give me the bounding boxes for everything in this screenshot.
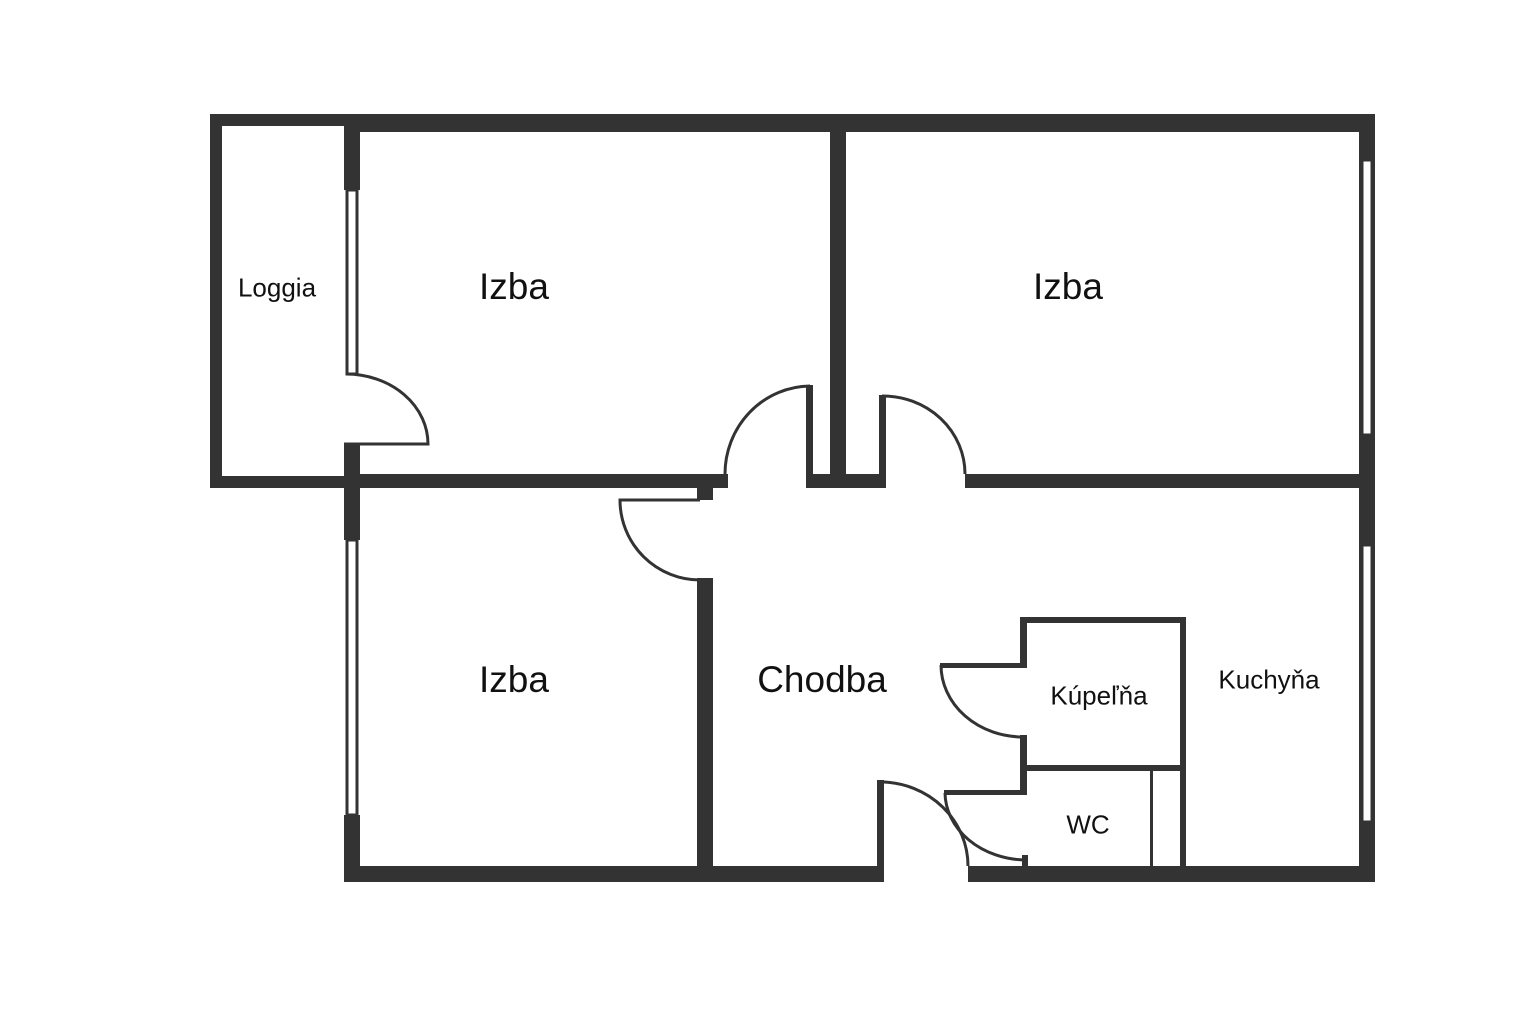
wall-izba-chodba — [697, 578, 713, 866]
door-loggia — [344, 372, 430, 446]
wall-loggia-izba — [344, 114, 360, 190]
wall-izba-bottom-stub — [697, 486, 713, 500]
wall-loggia-top — [210, 114, 350, 126]
wall-mid-right — [965, 474, 1375, 488]
wall-kupelna-wc — [1027, 765, 1186, 771]
wall-top — [344, 114, 1375, 132]
wc-partition — [1150, 771, 1153, 866]
wall-wc-ledge — [944, 790, 1027, 795]
room-label-wc: WC — [1066, 809, 1110, 840]
wall-loggia-bottom — [210, 476, 350, 488]
door-jamb-left — [806, 385, 813, 485]
wall-izba-divider — [830, 114, 846, 488]
wall-left-mid — [344, 444, 360, 540]
door-kupelna — [939, 664, 1024, 739]
door-izba-left — [723, 384, 811, 475]
room-label-chodba: Chodba — [757, 659, 887, 700]
window-izba-right — [1360, 158, 1374, 437]
room-label-kuchyna: Kuchyňa — [1218, 664, 1320, 695]
wall-kupelna-ledge — [940, 663, 1027, 668]
door-izba-bottom — [618, 498, 701, 582]
door-entrance — [881, 780, 970, 867]
wall-bottom-left — [344, 866, 877, 882]
wall-kupelna-top — [1020, 617, 1186, 623]
room-label-izba-top-right: Izba — [1033, 266, 1103, 307]
room-label-izba-top-left: Izba — [479, 266, 549, 307]
walls — [210, 114, 1375, 882]
door-wc — [943, 792, 1026, 862]
wall-kupelna-right — [1180, 617, 1186, 869]
window-kuchyna — [1360, 543, 1374, 824]
door-jamb-entrance — [877, 780, 884, 882]
room-label-loggia: Loggia — [237, 272, 317, 303]
wall-bottom-right — [968, 866, 1375, 882]
door-jamb-right — [879, 395, 886, 485]
door-izba-right — [881, 394, 967, 475]
room-label-kupelna: Kúpeľňa — [1050, 680, 1148, 711]
window-loggia — [345, 188, 359, 376]
window-izba-bottom — [345, 538, 359, 817]
wall-mid-left — [344, 474, 728, 488]
wall-wc-left — [1020, 735, 1027, 795]
wall-loggia-left — [210, 114, 222, 488]
wall-kupelna-left — [1020, 617, 1027, 667]
wall-left-bottom — [344, 815, 360, 882]
room-label-izba-bottom: Izba — [479, 659, 549, 700]
wc-door-stop — [1022, 855, 1028, 867]
